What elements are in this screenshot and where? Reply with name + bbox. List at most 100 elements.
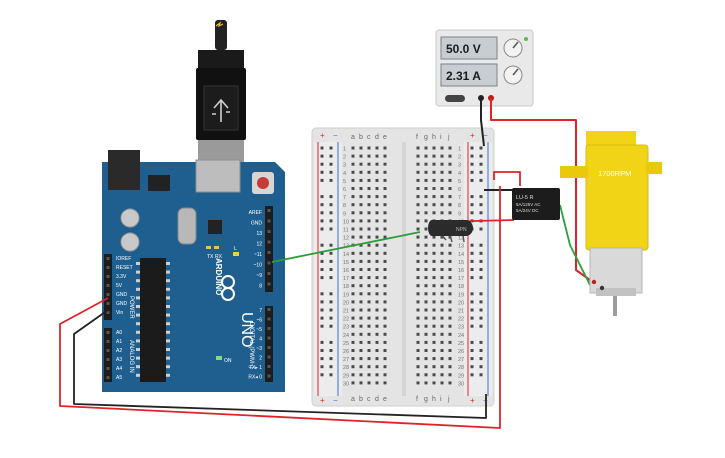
rail-hole[interactable] xyxy=(329,373,333,377)
breadboard-hole[interactable] xyxy=(367,170,371,174)
rail-hole[interactable] xyxy=(329,308,333,312)
breadboard-hole[interactable] xyxy=(367,187,371,190)
breadboard-hole[interactable] xyxy=(416,340,420,344)
breadboard-hole[interactable] xyxy=(367,178,371,182)
rail-hole[interactable] xyxy=(479,195,483,199)
rail-hole[interactable] xyxy=(329,357,333,361)
breadboard-hole[interactable] xyxy=(416,292,420,296)
rail-hole[interactable] xyxy=(479,324,483,328)
breadboard-hole[interactable] xyxy=(375,227,379,231)
rail-hole[interactable] xyxy=(479,357,483,361)
breadboard-hole[interactable] xyxy=(375,243,379,247)
breadboard-hole[interactable] xyxy=(424,187,428,190)
breadboard-hole[interactable] xyxy=(440,276,444,280)
breadboard-hole[interactable] xyxy=(383,251,387,255)
rail-hole[interactable] xyxy=(470,357,474,361)
breadboard-hole[interactable] xyxy=(440,316,444,320)
usb-cable[interactable] xyxy=(196,20,246,162)
breadboard-hole[interactable] xyxy=(351,227,355,231)
breadboard-hole[interactable] xyxy=(375,162,379,166)
rail-hole[interactable] xyxy=(320,316,324,320)
rail-hole[interactable] xyxy=(479,211,483,215)
breadboard-hole[interactable] xyxy=(416,381,420,385)
rail-hole[interactable] xyxy=(320,227,324,231)
breadboard-hole[interactable] xyxy=(383,276,387,280)
breadboard-hole[interactable] xyxy=(440,268,444,271)
breadboard-hole[interactable] xyxy=(359,227,363,231)
rail-hole[interactable] xyxy=(329,340,333,344)
breadboard-hole[interactable] xyxy=(416,219,420,223)
breadboard-hole[interactable] xyxy=(359,316,363,320)
breadboard-hole[interactable] xyxy=(383,154,387,158)
breadboard-hole[interactable] xyxy=(383,227,387,231)
breadboard-hole[interactable] xyxy=(424,276,428,280)
breadboard-hole[interactable] xyxy=(440,251,444,255)
breadboard-hole[interactable] xyxy=(448,146,452,150)
breadboard-hole[interactable] xyxy=(448,154,452,158)
breadboard-hole[interactable] xyxy=(367,276,371,280)
breadboard-hole[interactable] xyxy=(440,340,444,344)
breadboard-hole[interactable] xyxy=(359,284,363,288)
rail-hole[interactable] xyxy=(470,340,474,344)
breadboard-hole[interactable] xyxy=(440,300,444,304)
rail-hole[interactable] xyxy=(320,340,324,344)
breadboard-hole[interactable] xyxy=(424,219,428,223)
breadboard-hole[interactable] xyxy=(375,373,379,377)
breadboard-hole[interactable] xyxy=(448,284,452,288)
breadboard-hole[interactable] xyxy=(359,276,363,280)
rail-hole[interactable] xyxy=(320,170,324,174)
breadboard-hole[interactable] xyxy=(351,292,355,296)
breadboard-hole[interactable] xyxy=(351,211,355,215)
breadboard-hole[interactable] xyxy=(367,316,371,320)
breadboard-hole[interactable] xyxy=(359,211,363,215)
breadboard-hole[interactable] xyxy=(375,195,379,199)
rail-hole[interactable] xyxy=(320,251,324,255)
breadboard-hole[interactable] xyxy=(424,284,428,288)
rail-hole[interactable] xyxy=(329,170,333,174)
breadboard-hole[interactable] xyxy=(432,268,436,271)
breadboard-hole[interactable] xyxy=(375,203,379,207)
breadboard-hole[interactable] xyxy=(351,187,355,190)
breadboard-hole[interactable] xyxy=(351,195,355,199)
header-hole[interactable] xyxy=(106,349,110,352)
breadboard-hole[interactable] xyxy=(367,219,371,223)
wires[interactable] xyxy=(59,98,595,429)
breadboard-hole[interactable] xyxy=(367,284,371,288)
rail-hole[interactable] xyxy=(329,268,333,271)
breadboard-hole[interactable] xyxy=(440,170,444,174)
breadboard-hole[interactable] xyxy=(448,268,452,271)
breadboard-hole[interactable] xyxy=(432,187,436,190)
breadboard-hole[interactable] xyxy=(448,251,452,255)
rail-hole[interactable] xyxy=(329,349,333,352)
breadboard-hole[interactable] xyxy=(416,251,420,255)
breadboard-hole[interactable] xyxy=(448,381,452,385)
breadboard-hole[interactable] xyxy=(424,357,428,361)
breadboard-hole[interactable] xyxy=(440,187,444,190)
breadboard-hole[interactable] xyxy=(351,146,355,150)
rail-hole[interactable] xyxy=(470,268,474,271)
rail-hole[interactable] xyxy=(329,259,333,263)
header-hole[interactable] xyxy=(106,293,110,296)
breadboard-hole[interactable] xyxy=(359,365,363,369)
breadboard-hole[interactable] xyxy=(383,235,387,239)
rail-hole[interactable] xyxy=(479,365,483,369)
rail-hole[interactable] xyxy=(470,203,474,207)
header-hole[interactable] xyxy=(267,317,271,321)
rail-hole[interactable] xyxy=(320,308,324,312)
breadboard-hole[interactable] xyxy=(375,235,379,239)
breadboard-hole[interactable] xyxy=(424,211,428,215)
wire-relay-to-motor[interactable] xyxy=(559,204,591,286)
rail-hole[interactable] xyxy=(329,203,333,207)
breadboard-hole[interactable] xyxy=(351,300,355,304)
breadboard-hole[interactable] xyxy=(375,324,379,328)
breadboard-hole[interactable] xyxy=(351,276,355,280)
digital-header-top[interactable] xyxy=(265,206,273,292)
breadboard-hole[interactable] xyxy=(432,235,436,239)
breadboard-hole[interactable] xyxy=(359,162,363,166)
breadboard-hole[interactable] xyxy=(351,365,355,369)
header-hole[interactable] xyxy=(267,282,271,286)
rail-hole[interactable] xyxy=(470,251,474,255)
breadboard-hole[interactable] xyxy=(383,146,387,150)
header-hole[interactable] xyxy=(267,336,271,340)
